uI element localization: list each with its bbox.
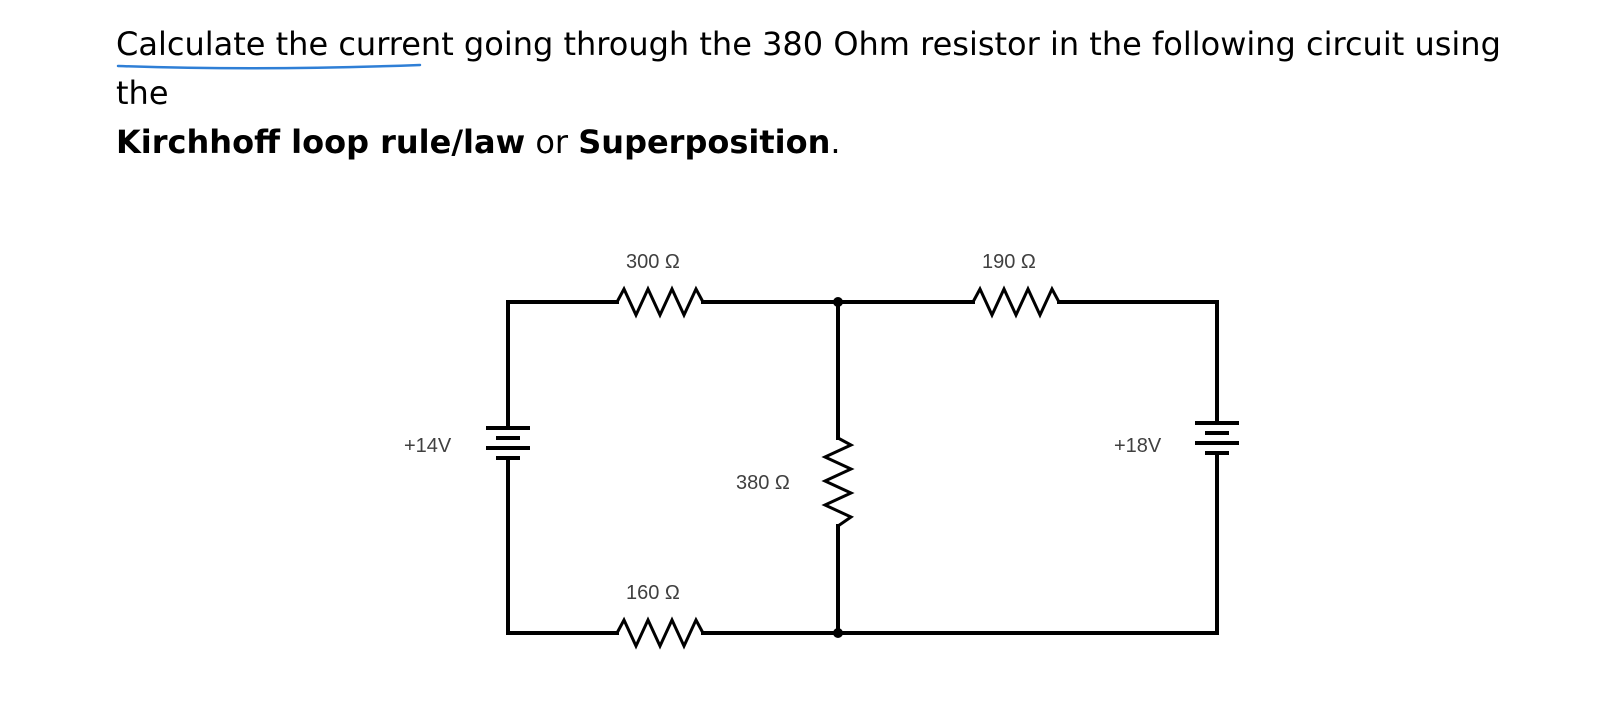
junction-bottom xyxy=(833,628,843,638)
wire-left-top xyxy=(506,300,619,430)
label-resistor-380: 380 Ω xyxy=(736,472,790,494)
label-resistor-190: 190 Ω xyxy=(982,251,1036,273)
label-resistor-160: 160 Ω xyxy=(626,582,680,604)
question-part-1: Calculate the current going through the … xyxy=(116,25,1501,112)
question-method-superposition: Superposition xyxy=(578,123,831,161)
resistor-300-zigzag xyxy=(615,285,705,319)
junction-top xyxy=(833,297,843,307)
wire-right-top xyxy=(1057,300,1219,425)
label-resistor-300: 300 Ω xyxy=(626,251,680,273)
label-source-left: +14V xyxy=(404,435,452,457)
question-connector: or xyxy=(525,123,579,161)
resistor-380-zigzag xyxy=(821,436,855,528)
question-text: Calculate the current going through the … xyxy=(116,20,1556,167)
resistor-160-zigzag xyxy=(615,616,705,650)
question-period: . xyxy=(830,123,841,161)
wire-left-bottom xyxy=(506,466,619,635)
wire-right-bottom xyxy=(836,465,1219,635)
resistor-190-zigzag xyxy=(971,285,1061,319)
label-source-right: +18V xyxy=(1114,435,1162,457)
question-method-kirchhoff: Kirchhoff loop rule/law xyxy=(116,123,526,161)
